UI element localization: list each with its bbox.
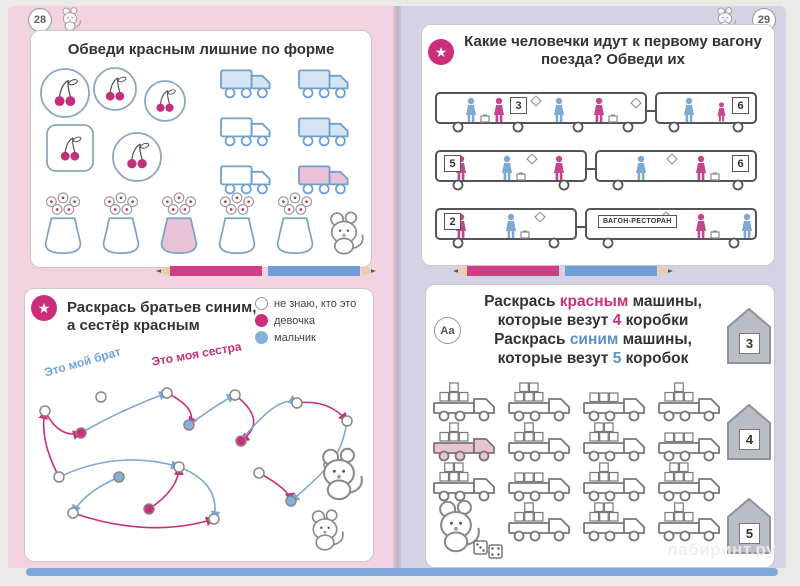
title-seg: которые везут — [497, 349, 613, 367]
title-seg: Раскрась — [484, 293, 560, 310]
mouse-icon — [321, 205, 367, 261]
title-seg: коробки — [621, 311, 689, 329]
badge-house-4: 4 — [726, 403, 772, 461]
legend-row-boy: мальчик — [255, 331, 356, 344]
pencil-divider-icon — [453, 266, 673, 276]
train-title-line2: поезда? Обведи их — [541, 51, 685, 69]
legend-label-unknown: не знаю, кто это — [274, 297, 357, 310]
title-seg: машины, — [628, 293, 702, 310]
title-seg-blue: 5 — [612, 349, 622, 367]
title-seg-blue: синим — [569, 330, 619, 348]
trucks-grid-icon — [220, 69, 349, 195]
pencil-divider-icon — [156, 266, 376, 276]
train-title: Какие человечки идут к первому вагону по… — [460, 33, 766, 70]
title-seg: которые везут — [497, 311, 613, 329]
title-seg: коробок — [621, 349, 689, 367]
panel-brothers-sisters: ★ Раскрась братьев синим, а сестёр красн… — [24, 288, 374, 562]
flower-vases-icon — [44, 192, 314, 255]
odd-by-shape-title: Обведи красным лишние по форме — [67, 41, 335, 58]
panel-train-task: ★ Какие человечки идут к первому вагону … — [421, 24, 775, 266]
title-seg: машины, — [618, 330, 692, 348]
girl-dot-icon — [255, 314, 268, 327]
cherry-shapes-icon — [40, 67, 186, 182]
panel-trucks-boxes: Аа Раскрась красным машины, которые везу… — [425, 284, 775, 568]
brothers-title-line2: а сестёр красным — [67, 317, 200, 335]
badge-house-5: 5 — [726, 497, 772, 555]
page-28: 28 Обведи красным лишние по форме — [8, 6, 397, 568]
page-number-left: 28 — [28, 8, 52, 32]
title-seg: Раскрась — [494, 330, 570, 348]
unknown-dot-icon — [255, 297, 268, 310]
badge-house-3: 3 — [726, 307, 772, 365]
train-title-line1: Какие человечки идут к первому вагону — [464, 33, 762, 50]
brother-ribbon: Это мой брат — [42, 344, 123, 380]
brothers-title-line1: Раскрась братьев синим, — [67, 299, 257, 316]
mouse-with-dice-icon — [439, 499, 503, 559]
watermark: лабиринт.ру — [667, 540, 776, 559]
legend-row-unknown: не знаю, кто это — [255, 297, 356, 310]
legend-label-girl: девочка — [274, 314, 316, 327]
train-icon — [435, 92, 757, 249]
title-seg-pink: 4 — [612, 311, 622, 329]
legend-row-girl: девочка — [255, 314, 356, 327]
family-network-icon — [38, 387, 353, 529]
dining-car-label: ВАГОН-РЕСТОРАН — [598, 215, 677, 228]
star-icon: ★ — [428, 39, 454, 65]
wagon-number-3: 3 — [510, 97, 527, 114]
book-bottom-edge — [26, 568, 778, 576]
legend-label-boy: мальчик — [274, 331, 316, 344]
abc-icon: Аа — [434, 317, 461, 344]
title-seg-pink: красным — [559, 293, 629, 310]
book-spine — [393, 6, 401, 568]
sister-ribbon: Это моя сестра — [150, 339, 243, 369]
two-mice-icon — [311, 447, 363, 551]
wagon-number-6a: 6 — [732, 97, 749, 114]
corner-mouse-icon — [54, 6, 86, 32]
wagon-number-5: 5 — [444, 155, 461, 172]
boy-dot-icon — [255, 331, 268, 344]
trucks-title: Раскрась красным машины, которые везут 4… — [460, 293, 726, 369]
star-icon: ★ — [31, 295, 57, 321]
legend: не знаю, кто это девочка мальчик — [255, 297, 356, 348]
wagon-number-2: 2 — [444, 213, 461, 230]
badge-number: 5 — [739, 523, 760, 544]
wagon-number-6b: 6 — [732, 155, 749, 172]
brothers-title: Раскрась братьев синим, а сестёр красным — [67, 299, 262, 336]
panel-odd-by-shape: Обведи красным лишние по форме — [30, 30, 372, 268]
badge-number: 3 — [739, 333, 760, 354]
badge-number: 4 — [739, 429, 760, 450]
page-29: 29 ★ Какие человечки идут к первому ваго… — [397, 6, 786, 568]
